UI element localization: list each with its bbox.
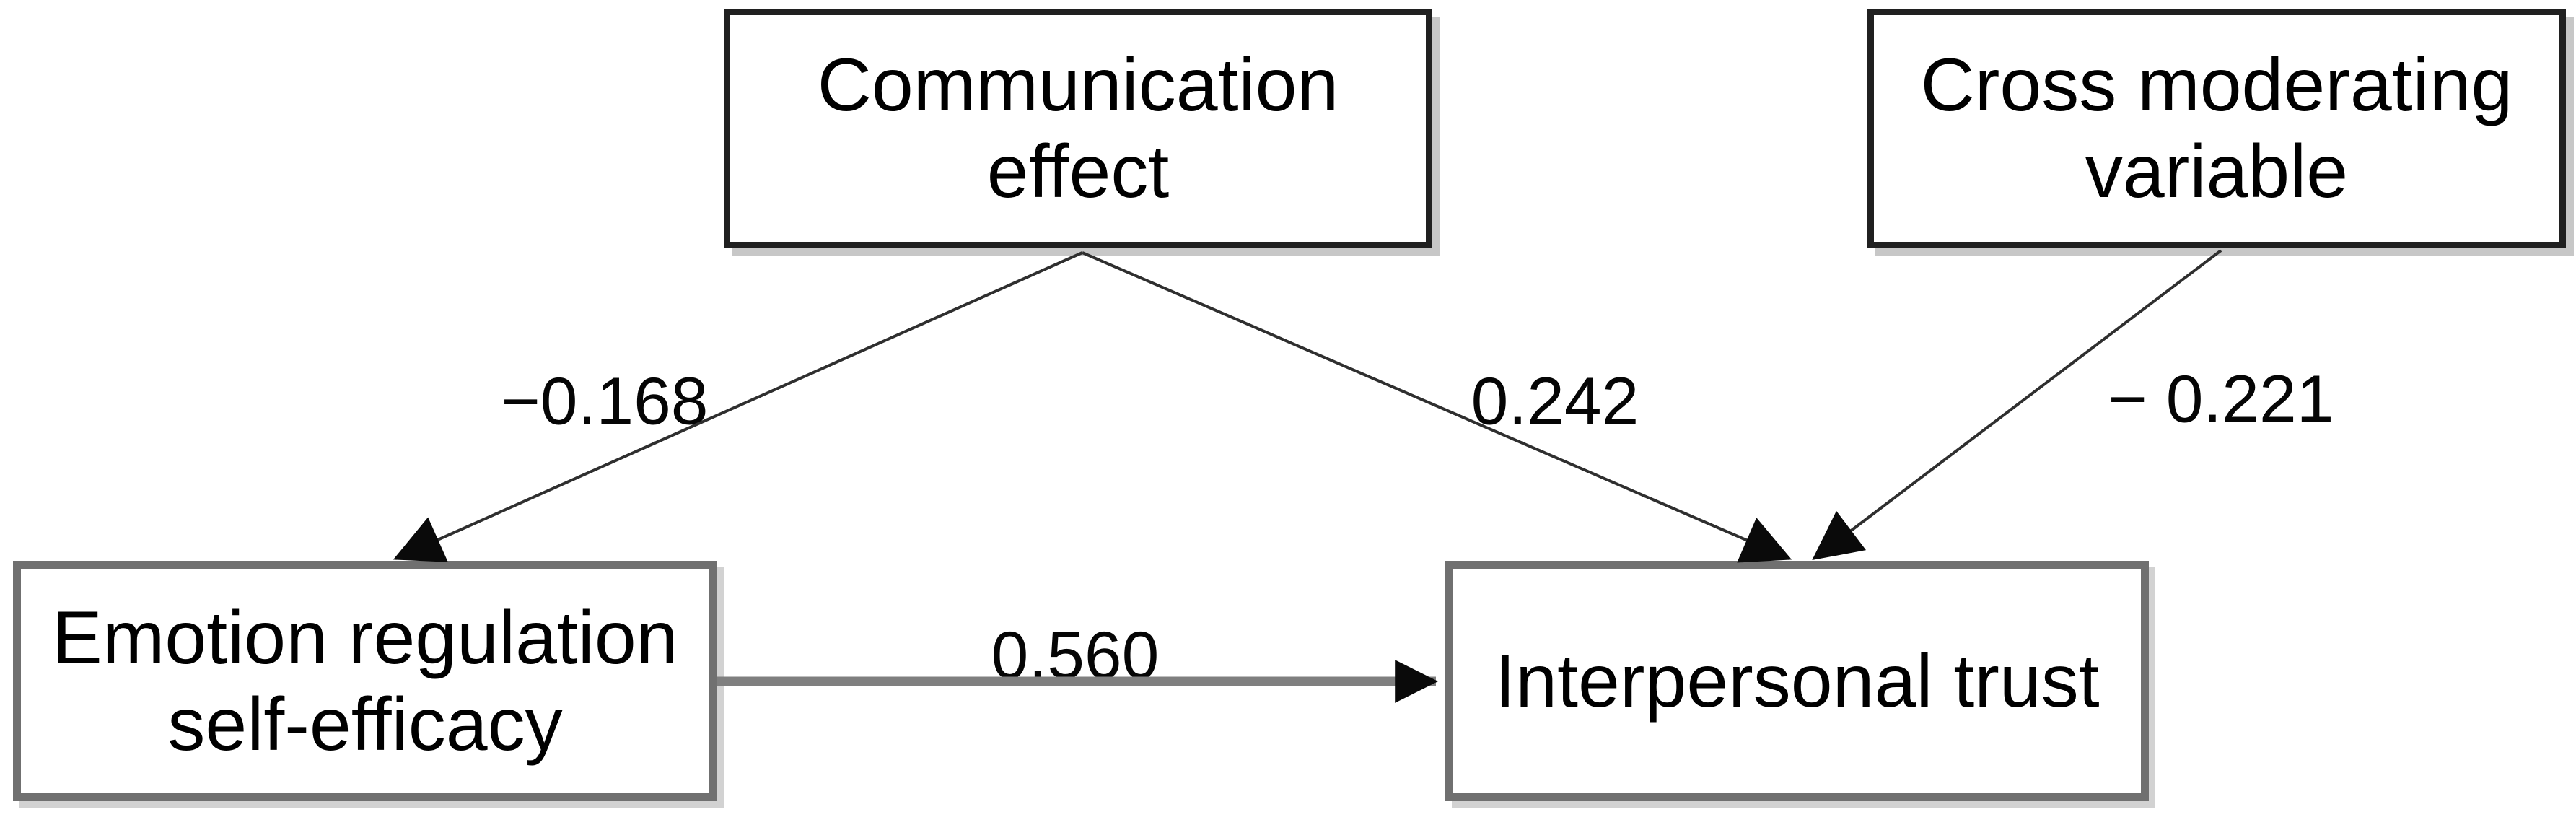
node-label: Interpersonal trust — [1494, 639, 2100, 723]
node-communication-effect: Communication effect — [724, 9, 1432, 248]
node-label: self-efficacy — [167, 682, 563, 767]
coefficient-communication-to-trust: 0.242 — [1471, 363, 1639, 439]
arrow-communication-to-trust — [1082, 251, 1792, 563]
node-label: Communication — [817, 43, 1339, 127]
node-label: effect — [986, 130, 1170, 214]
node-label: Emotion regulation — [52, 595, 678, 680]
arrow-communication-to-emotion — [393, 251, 1083, 562]
node-cross-moderating-variable: Cross moderating variable — [1867, 9, 2566, 248]
coefficient-emotion-to-trust: 0.560 — [991, 617, 1160, 693]
node-label: Cross moderating — [1920, 43, 2513, 127]
coefficient-communication-to-emotion: −0.168 — [501, 363, 709, 439]
node-emotion-regulation-self-efficacy: Emotion regulation self-efficacy — [13, 561, 717, 801]
node-interpersonal-trust: Interpersonal trust — [1445, 561, 2149, 801]
coefficient-cross-moderating-to-trust: − 0.221 — [2108, 361, 2334, 437]
node-label: variable — [2085, 130, 2349, 214]
